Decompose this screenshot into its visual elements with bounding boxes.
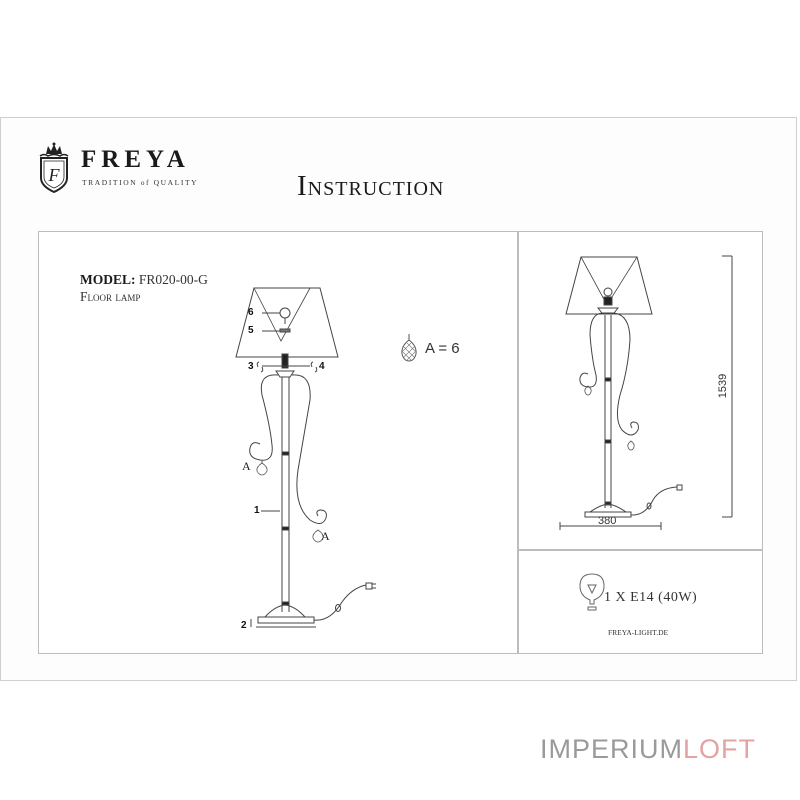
bulb-spec: 1 X E14 (40W): [604, 590, 698, 605]
brand-name: FREYA: [81, 146, 190, 173]
content-frame: [38, 231, 763, 654]
part-label-3: 3: [248, 361, 254, 372]
website: FREYA-LIGHT.DE: [608, 628, 669, 637]
model-number: FR020-00-G: [138, 272, 208, 287]
model-info: MODEL: FR020-00-G Floor lamp: [80, 271, 208, 305]
crowned-shield-f-icon: F: [39, 142, 69, 194]
crystal-label-right: A: [321, 529, 330, 543]
part-label-1: 1: [254, 505, 260, 516]
page-title: Instruction: [297, 170, 445, 202]
product-type: Floor lamp: [80, 289, 141, 304]
brand-logo: F FREYA TRADITION of QUALITY: [36, 142, 216, 194]
part-label-6: 6: [248, 307, 254, 318]
watermark: IMPERIUMLOFT: [540, 734, 756, 765]
horizontal-divider: [517, 549, 763, 551]
crystal-count: A = 6: [425, 340, 460, 357]
svg-text:F: F: [48, 165, 61, 185]
part-label-2: 2: [241, 620, 247, 631]
part-label-5: 5: [248, 325, 254, 336]
crystal-legend: A = 6: [398, 334, 478, 364]
part-label-4: 4: [319, 361, 325, 372]
crystal-pendant-icon: [401, 334, 417, 362]
crystal-label-left: A: [242, 459, 251, 473]
model-label: MODEL:: [80, 272, 136, 287]
width-dimension: 380: [598, 515, 617, 527]
vertical-divider: [517, 231, 519, 654]
watermark-part1: IMPERIUM: [540, 734, 683, 764]
watermark-part2: LOFT: [683, 734, 757, 764]
brand-tagline: TRADITION of QUALITY: [82, 178, 199, 187]
